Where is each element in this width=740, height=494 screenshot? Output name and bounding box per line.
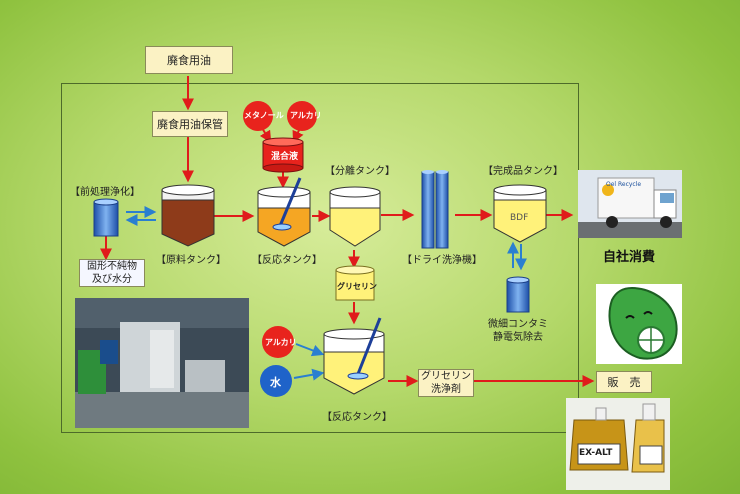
- waste-oil-box: 廃食用油: [145, 46, 233, 74]
- glycerin-cleaner-box: グリセリン 洗浄剤: [418, 369, 474, 397]
- finished-tank: [493, 184, 547, 243]
- water-ball: [260, 365, 292, 397]
- alkali-ball-top: [287, 101, 317, 131]
- separation-tank-label: 【分離タンク】: [325, 166, 395, 177]
- separation-tank: [329, 186, 381, 247]
- micro-contaminant-label: 微細コンタミ 静電気除去: [488, 319, 548, 343]
- dry-washer-columns: [421, 170, 449, 249]
- reaction-tank-2-label: 【反応タンク】: [322, 412, 392, 423]
- raw-tank-label: 【原料タンク】: [156, 255, 226, 266]
- mixed-liquid-drum: [262, 137, 304, 173]
- finished-tank-label: 【完成品タンク】: [483, 166, 563, 177]
- pretreatment-cylinder: [93, 198, 119, 237]
- glycerin-drum: [335, 265, 375, 301]
- mascot-illustration: [596, 284, 682, 364]
- water-label: 水: [270, 376, 281, 389]
- arrow-blue-water: [293, 368, 325, 381]
- micro-filter-cylinder: [506, 276, 530, 313]
- pretreatment-label: 【前処理浄化】: [70, 187, 140, 198]
- truck-photo: [578, 170, 682, 238]
- methanol-label: メタノール: [244, 111, 284, 120]
- factory-photo: [75, 298, 249, 428]
- alkali-ball-bottom: [262, 326, 294, 358]
- truck-text: Oel Recycle: [606, 181, 642, 188]
- arrow-blue-alkali: [295, 343, 325, 357]
- reaction-tank-1-label: 【反応タンク】: [252, 255, 322, 266]
- alkali-bottom-label: アルカリ: [265, 338, 297, 347]
- bdf-label: BDF: [510, 213, 529, 223]
- solids-water-box: 固形不純物 及び水分: [79, 259, 145, 287]
- product-label-text: EX-ALT: [579, 448, 613, 458]
- methanol-ball: [243, 101, 273, 131]
- waste-oil-storage-box: 廃食用油保管: [152, 111, 228, 137]
- process-frame: [61, 83, 579, 433]
- sales-box: 販 売: [596, 371, 652, 393]
- glycerin-drum-label: グリセリン: [337, 282, 377, 291]
- in-house-consumption-label: 自社消費: [603, 250, 656, 265]
- raw-tank: [161, 184, 215, 247]
- product-bottles-photo: [566, 398, 670, 490]
- reaction-tank-2: [323, 317, 385, 395]
- alkali-top-label: アルカリ: [290, 111, 322, 120]
- reaction-tank-1: [257, 177, 311, 247]
- dry-washer-label: 【ドライ洗浄機】: [402, 255, 482, 266]
- mixed-liquid-label: 混合液: [271, 152, 299, 162]
